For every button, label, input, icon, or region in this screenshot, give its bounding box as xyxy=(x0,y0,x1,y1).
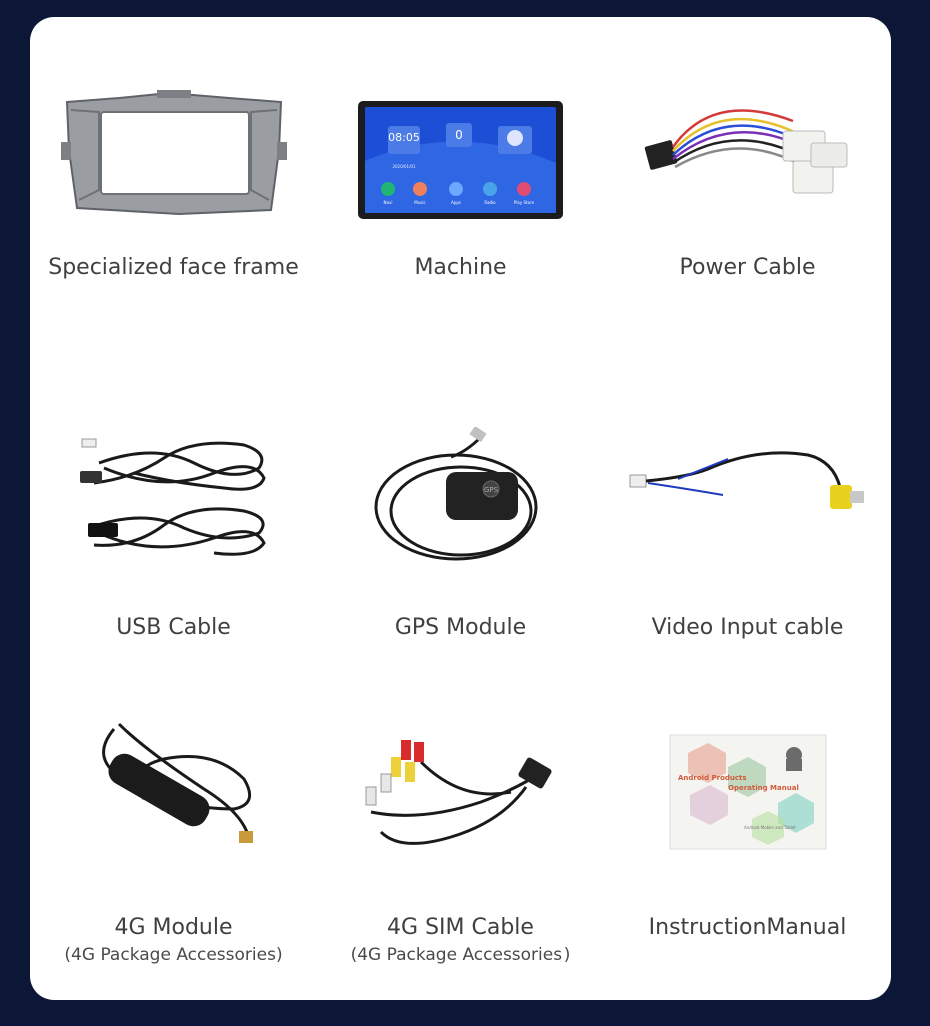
gps-module-image: GPS xyxy=(317,422,604,572)
screen-speed: 0 xyxy=(455,128,463,142)
app-label: Apps xyxy=(451,200,461,205)
app-label: Play Store xyxy=(514,200,535,205)
item-usb-cable: USB Cable xyxy=(30,377,317,677)
manual-title: Android Products xyxy=(678,774,747,782)
manual-image: Android Products Operating Manual Androi… xyxy=(604,727,891,857)
manual-subtitle: Operating Manual xyxy=(728,784,799,792)
item-label: Video Input cable xyxy=(651,615,844,640)
item-label: USB Cable xyxy=(116,615,231,640)
item-label: Specialized face frame xyxy=(48,255,299,280)
item-gps-module: GPS GPS Module xyxy=(317,377,604,677)
accessories-card: Specialized face frame 08:05 2020/01/01 … xyxy=(30,17,891,1000)
video-cable-image xyxy=(604,437,891,537)
item-4g-sim-cable: 4G SIM Cable (4G Package Accessories ) xyxy=(317,677,604,977)
item-label: 4G SIM Cable xyxy=(387,915,534,940)
item-instruction-manual: Android Products Operating Manual Androi… xyxy=(604,677,891,977)
item-label: 4G Module xyxy=(114,915,233,940)
screen-time: 08:05 xyxy=(388,131,420,144)
usb-cable-image xyxy=(30,432,317,562)
item-power-cable: Power Cable xyxy=(604,17,891,317)
item-note: (4G Package Accessories) xyxy=(64,945,283,965)
app-label: Radio xyxy=(484,200,496,205)
item-label: Power Cable xyxy=(679,255,816,280)
face-frame-image xyxy=(30,87,317,217)
screen-date: 2020/01/01 xyxy=(392,164,416,169)
app-label: Navi xyxy=(384,200,393,205)
item-label: GPS Module xyxy=(394,615,527,640)
item-label: InstructionManual xyxy=(648,915,847,940)
item-label: Machine xyxy=(414,255,507,280)
item-face-frame: Specialized face frame xyxy=(30,17,317,317)
app-label: Music xyxy=(414,200,425,205)
item-4g-module: 4G Module (4G Package Accessories) xyxy=(30,677,317,977)
gps-chip-label: GPS xyxy=(483,486,498,494)
4g-module-image xyxy=(30,717,317,862)
4g-sim-cable-image xyxy=(317,727,604,857)
item-video-input-cable: Video Input cable xyxy=(604,377,891,677)
machine-image: 08:05 2020/01/01 0 Navi Music Apps Radio… xyxy=(317,97,604,222)
power-cable-image xyxy=(604,89,891,204)
manual-footnote: Android Mobile and Tablet xyxy=(744,825,796,830)
item-machine: 08:05 2020/01/01 0 Navi Music Apps Radio… xyxy=(317,17,604,317)
item-note: (4G Package Accessories ) xyxy=(350,945,571,965)
